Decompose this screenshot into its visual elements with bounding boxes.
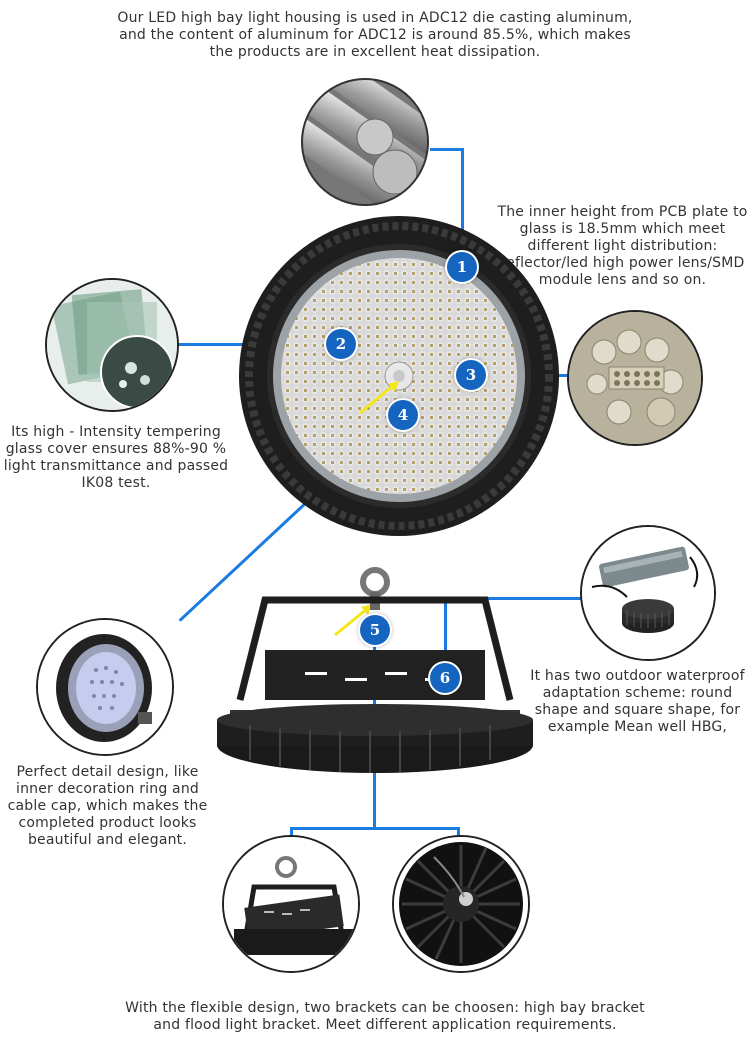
waterproof-callout-text: It has two outdoor waterproof adaptation…: [530, 668, 745, 735]
badge-2: 2: [326, 329, 356, 359]
glass-cover-image: [45, 278, 179, 412]
badge-4: 4: [388, 400, 418, 430]
badge-6: 6: [430, 663, 460, 693]
aluminum-callout-text: Our LED high bay light housing is used i…: [117, 10, 633, 60]
aluminum-rods-image: [300, 77, 430, 207]
led-light-top-view: [238, 215, 560, 537]
brackets-callout-text: With the flexible design, two brackets c…: [125, 1000, 645, 1033]
badge-5: 5: [360, 615, 390, 645]
driver-power-supply-image: [580, 525, 716, 661]
lens-module-image: [567, 310, 703, 446]
height-callout-text: The inner height from PCB plate to glass…: [497, 204, 748, 288]
high-bay-bracket-image: [222, 835, 360, 973]
badge-3: 3: [456, 360, 486, 390]
arrow-5-icon: [334, 604, 372, 637]
detail-callout-text: Perfect detail design, like inner decora…: [7, 764, 208, 848]
connector-5-h: [290, 827, 460, 830]
glass-callout-text: Its high - Intensity tempering glass cov…: [3, 424, 229, 491]
connector-6-h: [444, 597, 584, 600]
flood-light-bracket-image: [392, 835, 530, 973]
connector-1-h: [430, 148, 464, 151]
arrow-4-icon: [359, 381, 399, 415]
detail-design-image: [36, 618, 174, 756]
connector-5-right: [457, 827, 460, 839]
connector-1-v: [461, 148, 464, 258]
connector-5-left: [290, 827, 293, 839]
connector-6-v: [444, 597, 447, 677]
badge-1: 1: [447, 252, 477, 282]
led-light-side-view: [210, 560, 540, 790]
